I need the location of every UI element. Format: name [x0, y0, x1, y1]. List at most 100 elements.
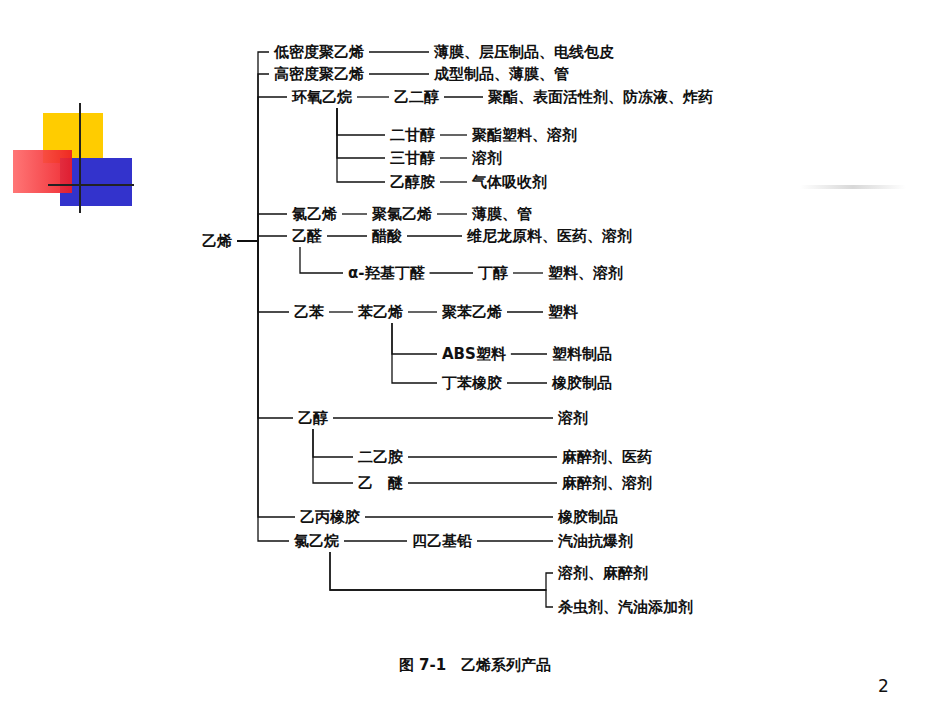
tree-connector	[237, 241, 295, 517]
gray-bar	[800, 185, 906, 189]
product-name: 杀虫剂、汽油添加剂	[558, 598, 693, 616]
product-name: 乙 醚	[358, 474, 403, 492]
tree-connector	[513, 272, 543, 273]
tree-connector	[408, 482, 557, 483]
product-node: 薄膜、层压制品、电线包皮	[432, 42, 616, 62]
product-name: 汽油抗爆剂	[558, 532, 633, 550]
tree-connector	[313, 429, 353, 483]
tree-connector	[237, 214, 287, 241]
product-node: 维尼龙原料、医药、溶剂	[465, 226, 634, 246]
product-node: 乙苯	[292, 302, 326, 322]
product-node: 塑料制品	[550, 344, 614, 364]
product-node: 聚苯乙烯	[440, 302, 504, 322]
product-node: 塑料、溶剂	[546, 263, 625, 283]
tree-connector	[357, 96, 389, 97]
product-name: 低密度聚乙烯	[274, 43, 364, 61]
product-node: α-羟基丁醛	[346, 263, 427, 283]
product-node: 二乙胺	[356, 447, 405, 467]
product-name: 丁醇	[478, 264, 508, 282]
tree-connector	[365, 516, 553, 517]
tree-connector	[342, 213, 367, 214]
product-name: 二甘醇	[390, 126, 435, 144]
product-node: 环氧乙烷	[290, 87, 354, 107]
figure-caption: 图 7-1 乙烯系列产品	[0, 656, 950, 675]
tree-connector	[337, 108, 385, 182]
tree-connector	[507, 382, 547, 383]
product-node: 气体吸收剂	[470, 172, 549, 192]
product-node: 汽油抗爆剂	[556, 531, 635, 551]
product-name: 乙二醇	[394, 88, 439, 106]
product-node: 聚酯塑料、溶剂	[470, 125, 579, 145]
product-name: 成型制品、薄膜、管	[434, 65, 569, 83]
tree-connector	[337, 108, 385, 158]
product-node: 溶剂	[556, 408, 590, 428]
product-name: 三甘醇	[390, 149, 435, 167]
product-name: 环氧乙烷	[292, 88, 352, 106]
product-name: 溶剂	[472, 149, 502, 167]
tree-connector	[237, 241, 289, 312]
product-node: 氯乙烯	[290, 204, 339, 224]
tree-connector	[507, 311, 543, 312]
product-node: 溶剂、麻醉剂	[556, 563, 650, 583]
product-node: 乙二醇	[392, 87, 441, 107]
tree-connector	[313, 429, 353, 457]
tree-connector	[477, 540, 553, 541]
product-name: 麻醉剂、医药	[562, 448, 652, 466]
product-name: 聚苯乙烯	[442, 303, 502, 321]
product-name: 乙苯	[294, 303, 324, 321]
tree-connector	[237, 236, 287, 241]
root-node: 乙烯	[200, 231, 234, 251]
product-node: 丁醇	[476, 263, 510, 283]
tree-connector	[430, 272, 473, 273]
product-name: 麻醉剂、溶剂	[562, 474, 652, 492]
product-node: 薄膜、管	[470, 204, 534, 224]
page-number: 2	[878, 676, 889, 696]
product-node: 高密度聚乙烯	[272, 64, 366, 84]
product-node: 氯乙烷	[292, 531, 341, 551]
product-node: 橡胶制品	[556, 507, 620, 527]
tree-connector	[337, 108, 385, 135]
product-name: 乙丙橡胶	[300, 508, 360, 526]
product-name: 溶剂、麻醉剂	[558, 564, 648, 582]
product-name: 聚氯乙烯	[372, 205, 432, 223]
product-name: 塑料	[548, 303, 578, 321]
red-square	[13, 150, 72, 193]
tree-connector	[237, 241, 293, 418]
product-node: 低密度聚乙烯	[272, 42, 366, 62]
tree-connector	[344, 540, 407, 541]
tree-connector	[440, 157, 467, 158]
product-name: 丁苯橡胶	[442, 374, 502, 392]
product-node: 乙醇胺	[388, 172, 437, 192]
tree-connector	[300, 247, 343, 273]
product-name: ABS塑料	[442, 345, 506, 363]
tree-connector	[330, 552, 553, 590]
product-node: 丁苯橡胶	[440, 373, 504, 393]
product-name: 乙烯	[202, 232, 232, 250]
tree-connector	[237, 52, 269, 241]
tree-connector	[237, 97, 287, 241]
product-node: 溶剂	[470, 148, 504, 168]
tree-connector	[511, 353, 547, 354]
tree-connector	[237, 74, 269, 241]
product-name: 乙醇胺	[390, 173, 435, 191]
product-name: 塑料制品	[552, 345, 612, 363]
product-name: 橡胶制品	[558, 508, 618, 526]
tree-connector	[369, 51, 429, 52]
product-node: 聚氯乙烯	[370, 204, 434, 224]
product-node: 四乙基铅	[410, 531, 474, 551]
product-node: 苯乙烯	[356, 302, 405, 322]
product-name: 二乙胺	[358, 448, 403, 466]
product-node: 乙丙橡胶	[298, 507, 362, 527]
product-name: 维尼龙原料、医药、溶剂	[467, 227, 632, 245]
tree-connector	[408, 456, 557, 457]
tree-connector	[369, 73, 429, 74]
product-node: 乙醇	[296, 408, 330, 428]
tree-connector	[237, 241, 289, 541]
product-name: 气体吸收剂	[472, 173, 547, 191]
product-name: 乙醇	[298, 409, 328, 427]
product-name: α-羟基丁醛	[348, 264, 425, 282]
product-name: 四乙基铅	[412, 532, 472, 550]
tree-connector	[437, 213, 467, 214]
cross-line	[79, 103, 81, 213]
product-name: 氯乙烯	[292, 205, 337, 223]
